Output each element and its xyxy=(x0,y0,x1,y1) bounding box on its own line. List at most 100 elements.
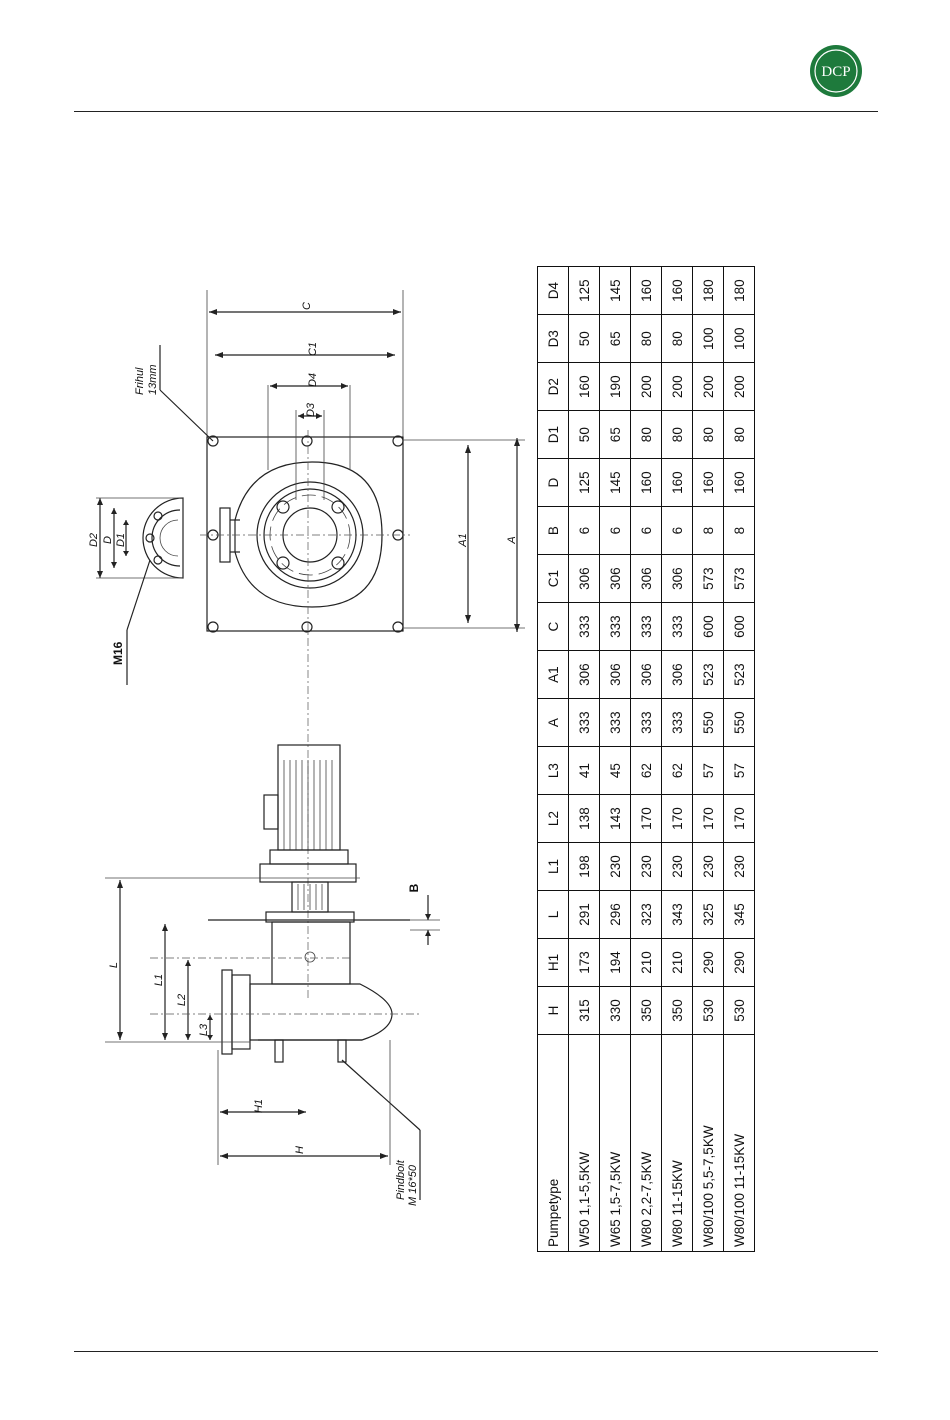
table-cell: 138 xyxy=(568,794,600,843)
table-cell: 80 xyxy=(630,314,662,363)
table-cell: 230 xyxy=(723,842,755,891)
pump-type-cell: W65 1,5-7,5KW xyxy=(599,1034,631,1252)
header-cell: C xyxy=(537,602,569,651)
table-cell: 350 xyxy=(630,986,662,1035)
table-cell: 145 xyxy=(599,266,631,315)
header-cell: Pumpetype xyxy=(537,1034,569,1252)
table-cell: 8 xyxy=(692,506,724,555)
table-cell: 170 xyxy=(692,794,724,843)
header-cell: D4 xyxy=(537,266,569,315)
table-cell: 323 xyxy=(630,890,662,939)
table-cell: 230 xyxy=(692,842,724,891)
header-rule xyxy=(74,111,878,112)
flange-detail: D2 D D1 M16 xyxy=(88,497,184,685)
terminal-box xyxy=(263,794,279,830)
top-view: C C1 D4 D3 A1 A Frihul 13mm xyxy=(134,290,525,1000)
table-cell: 170 xyxy=(630,794,662,843)
table-cell: 160 xyxy=(692,458,724,507)
table-cell: 530 xyxy=(692,986,724,1035)
table-cell: 50 xyxy=(568,410,600,459)
table-cell: 573 xyxy=(723,554,755,603)
table-cell: 80 xyxy=(661,410,693,459)
dim-H1: H1 xyxy=(253,1099,265,1113)
table-cell: 160 xyxy=(630,266,662,315)
table-cell: 306 xyxy=(630,650,662,699)
table-cell: 550 xyxy=(692,698,724,747)
table-cell: 180 xyxy=(692,266,724,315)
table-cell: 160 xyxy=(661,458,693,507)
table-cell: 550 xyxy=(723,698,755,747)
table-cell: 80 xyxy=(661,314,693,363)
table-cell: 573 xyxy=(692,554,724,603)
table-cell: 80 xyxy=(692,410,724,459)
table-cell: 315 xyxy=(568,986,600,1035)
dim-L3: L3 xyxy=(198,1023,210,1036)
header-cell: D3 xyxy=(537,314,569,363)
table-cell: 100 xyxy=(723,314,755,363)
pump-volute xyxy=(249,983,393,1041)
table-cell: 200 xyxy=(723,362,755,411)
table-cell: 65 xyxy=(599,314,631,363)
table-cell: 57 xyxy=(723,746,755,795)
table-cell: 160 xyxy=(661,266,693,315)
table-cell: 143 xyxy=(599,794,631,843)
table-cell: 230 xyxy=(661,842,693,891)
table-cell: 45 xyxy=(599,746,631,795)
table-cell: 333 xyxy=(599,602,631,651)
table-cell: 333 xyxy=(568,602,600,651)
pindbolt-label: Pindbolt xyxy=(395,1159,407,1200)
frihul-label: Frihul xyxy=(134,367,146,395)
table-cell: 62 xyxy=(630,746,662,795)
frihul-size-label: 13mm xyxy=(147,364,159,395)
table-cell: 290 xyxy=(692,938,724,987)
pump-type-cell: W80 11-15KW xyxy=(661,1034,693,1252)
header-cell: L3 xyxy=(537,746,569,795)
base-plate xyxy=(206,436,404,632)
table-cell: 198 xyxy=(568,842,600,891)
table-cell: 600 xyxy=(723,602,755,651)
dim-D1: D1 xyxy=(115,533,127,547)
table-cell: 345 xyxy=(723,890,755,939)
table-cell: 333 xyxy=(661,698,693,747)
dim-H: H xyxy=(294,1146,306,1154)
table-cell: 6 xyxy=(599,506,631,555)
table-cell: 306 xyxy=(599,554,631,603)
table-cell: 350 xyxy=(661,986,693,1035)
table-cell: 210 xyxy=(630,938,662,987)
dim-D3: D3 xyxy=(305,402,317,417)
table-cell: 170 xyxy=(723,794,755,843)
table-cell: 330 xyxy=(599,986,631,1035)
table-cell: 230 xyxy=(599,842,631,891)
table-cell: 333 xyxy=(568,698,600,747)
table-cell: 333 xyxy=(661,602,693,651)
table-cell: 291 xyxy=(568,890,600,939)
table-cell: 296 xyxy=(599,890,631,939)
table-cell: 100 xyxy=(692,314,724,363)
table-cell: 145 xyxy=(599,458,631,507)
table-cell: 530 xyxy=(723,986,755,1035)
header-cell: D1 xyxy=(537,410,569,459)
dim-A: A xyxy=(506,536,518,544)
pump-type-cell: W80/100 5,5-7,5KW xyxy=(692,1034,724,1252)
logo-text: DCP xyxy=(821,64,850,80)
table-cell: 200 xyxy=(630,362,662,411)
table-header-row: Pumpetype H H1 L L1 L2 L3 A A1 C C1 B D … xyxy=(537,266,569,1252)
dim-L2: L2 xyxy=(176,994,188,1006)
header-cell: A xyxy=(537,698,569,747)
header-cell: H1 xyxy=(537,938,569,987)
table-cell: 306 xyxy=(568,650,600,699)
table-cell: 306 xyxy=(568,554,600,603)
dimension-table-container: Pumpetype H H1 L L1 L2 L3 A A1 C C1 B D … xyxy=(537,266,755,1252)
header-cell: L xyxy=(537,890,569,939)
table-cell: 160 xyxy=(630,458,662,507)
header-cell: B xyxy=(537,506,569,555)
table-cell: 290 xyxy=(723,938,755,987)
table-cell: 333 xyxy=(630,602,662,651)
table-cell: 343 xyxy=(661,890,693,939)
header-cell: A1 xyxy=(537,650,569,699)
table-cell: 80 xyxy=(723,410,755,459)
